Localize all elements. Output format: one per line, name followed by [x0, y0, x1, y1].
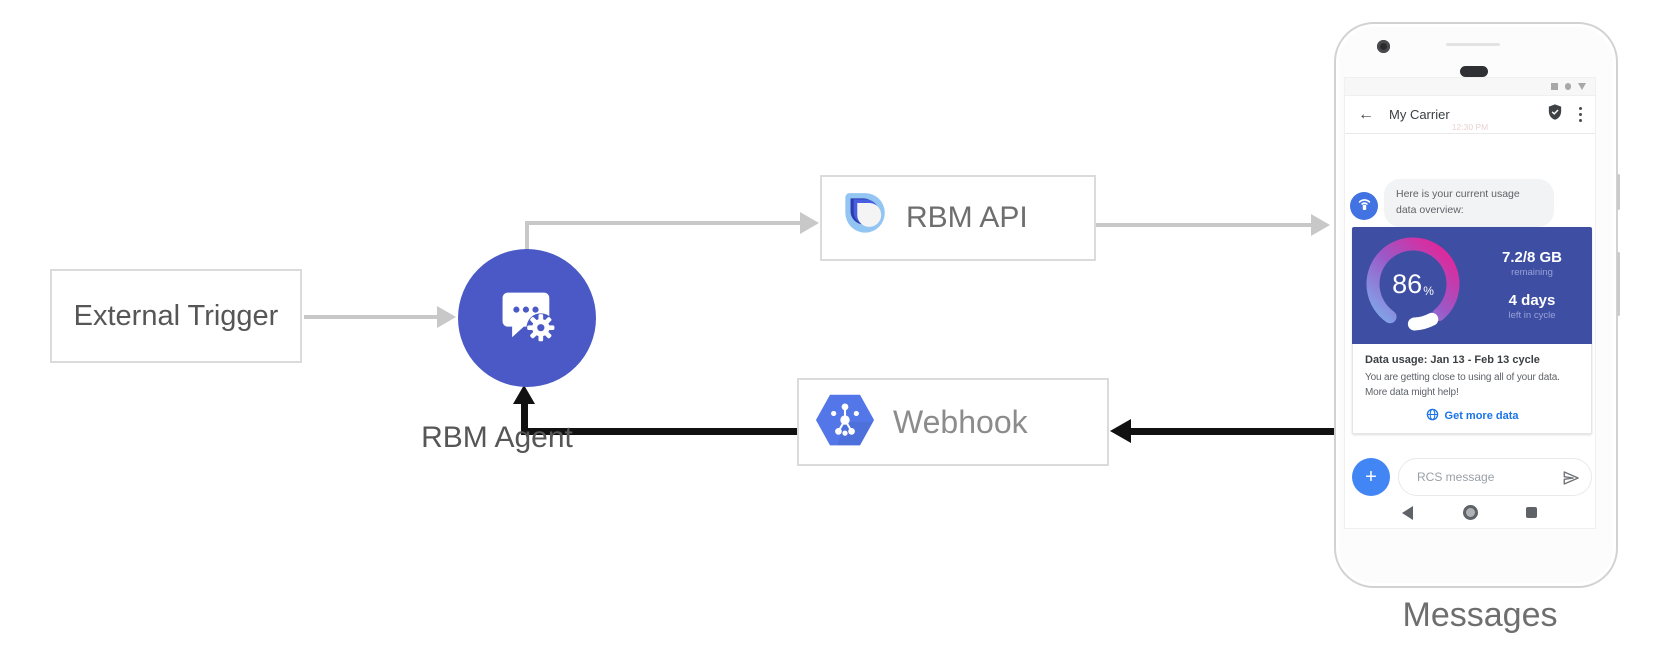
plus-icon: +: [1365, 466, 1377, 488]
globe-icon: [1426, 408, 1439, 424]
rbm-agent-node: [458, 249, 596, 387]
rbm-api-logo-icon: [836, 189, 890, 248]
arrow-agent-to-api-head: [800, 212, 819, 234]
nav-back-icon[interactable]: [1402, 506, 1413, 520]
phone-volume-button: [1617, 252, 1620, 316]
conversation-header: ← My Carrier: [1345, 96, 1595, 133]
arrow-api-to-phone-line: [1096, 223, 1311, 227]
message-composer: [1398, 458, 1592, 496]
pubsub-hexagon-icon: [815, 393, 875, 452]
days-left-value: 4 days: [1508, 292, 1556, 309]
usage-stats: 7.2/8 GB remaining 4 days left in cycle: [1480, 227, 1584, 344]
header-divider: [1345, 133, 1595, 134]
get-more-data-label: Get more data: [1444, 410, 1519, 422]
arrow-webhook-to-agent-line: [521, 428, 797, 435]
days-left-caption: left in cycle: [1508, 310, 1556, 321]
arrow-external-to-agent-line: [304, 315, 437, 319]
external-trigger-box: External Trigger: [50, 269, 302, 363]
usage-card-text-2: More data might help!: [1365, 387, 1459, 398]
agent-message-bubble: Here is your current usage data overview…: [1384, 179, 1554, 227]
usage-donut-gauge: [1361, 232, 1465, 336]
data-remaining-caption: remaining: [1511, 266, 1553, 278]
usage-card-body: Data usage: Jan 13 - Feb 13 cycle You ar…: [1352, 344, 1592, 434]
nav-home-icon[interactable]: [1463, 505, 1478, 520]
phone-power-button: [1617, 174, 1620, 210]
verified-shield-icon: [1546, 103, 1564, 126]
usage-card-text-1: You are getting close to using all of yo…: [1365, 372, 1560, 383]
back-arrow-icon[interactable]: ←: [1358, 105, 1374, 123]
send-icon[interactable]: [1562, 469, 1580, 487]
arrow-api-to-phone-head: [1311, 214, 1330, 236]
bubble-line-2: data overview:: [1396, 203, 1464, 216]
external-trigger-label: External Trigger: [73, 299, 279, 332]
message-timestamp: 12:30 PM: [1451, 122, 1489, 132]
messages-caption: Messages: [1402, 596, 1558, 634]
webhook-box: Webhook: [797, 378, 1109, 466]
arrow-webhook-to-agent-head: [513, 385, 535, 404]
rbm-api-box: RBM API: [820, 175, 1096, 261]
status-square-icon: [1551, 83, 1558, 90]
get-more-data-action[interactable]: Get more data: [1365, 408, 1579, 424]
carrier-antenna-icon: [1355, 194, 1374, 218]
speaker-grille: [1460, 66, 1488, 77]
conversation-title: My Carrier: [1389, 107, 1450, 122]
data-usage-rich-card: 86% 7.2/8 GB remaining 4 days left in cy…: [1352, 227, 1592, 434]
rbm-api-label: RBM API: [906, 201, 1028, 234]
status-triangle-icon: [1578, 83, 1586, 90]
webhook-label: Webhook: [893, 403, 1028, 440]
arrow-agent-to-api-line: [525, 221, 800, 225]
attach-plus-button[interactable]: +: [1352, 458, 1390, 496]
rbm-agent-label: RBM Agent: [421, 421, 573, 454]
front-camera: [1377, 40, 1390, 53]
rcs-message-input[interactable]: [1415, 469, 1549, 485]
bubble-line-1: Here is your current usage: [1396, 188, 1520, 200]
usage-card-title: Data usage: Jan 13 - Feb 13 cycle: [1365, 354, 1540, 366]
arrow-external-to-agent-head: [437, 306, 456, 328]
status-circle-icon: [1564, 83, 1571, 90]
gauge-percent: 86%: [1361, 232, 1465, 336]
arrow-phone-to-webhook-head: [1110, 419, 1131, 443]
status-bar: [1345, 78, 1595, 96]
gauge-percent-sign: %: [1423, 284, 1434, 298]
agent-avatar: [1350, 192, 1378, 220]
phone-screen: ← My Carrier 12:30 PM: [1345, 78, 1595, 528]
phone-mockup: ← My Carrier 12:30 PM: [1334, 22, 1620, 588]
usage-gauge-panel: 86% 7.2/8 GB remaining 4 days left in cy…: [1352, 227, 1592, 344]
nav-recents-icon[interactable]: [1526, 507, 1537, 518]
data-remaining-value: 7.2/8 GB: [1501, 248, 1563, 266]
chat-bubble-gear-icon: [493, 282, 561, 355]
arrow-webhook-to-agent-vertical: [521, 402, 528, 435]
overflow-menu-icon[interactable]: [1578, 107, 1582, 122]
arrow-agent-to-api-vertical: [525, 221, 529, 253]
arrow-phone-to-webhook-line: [1128, 428, 1336, 435]
gauge-percent-value: 86: [1392, 268, 1423, 299]
earpiece-slot: [1446, 43, 1500, 46]
